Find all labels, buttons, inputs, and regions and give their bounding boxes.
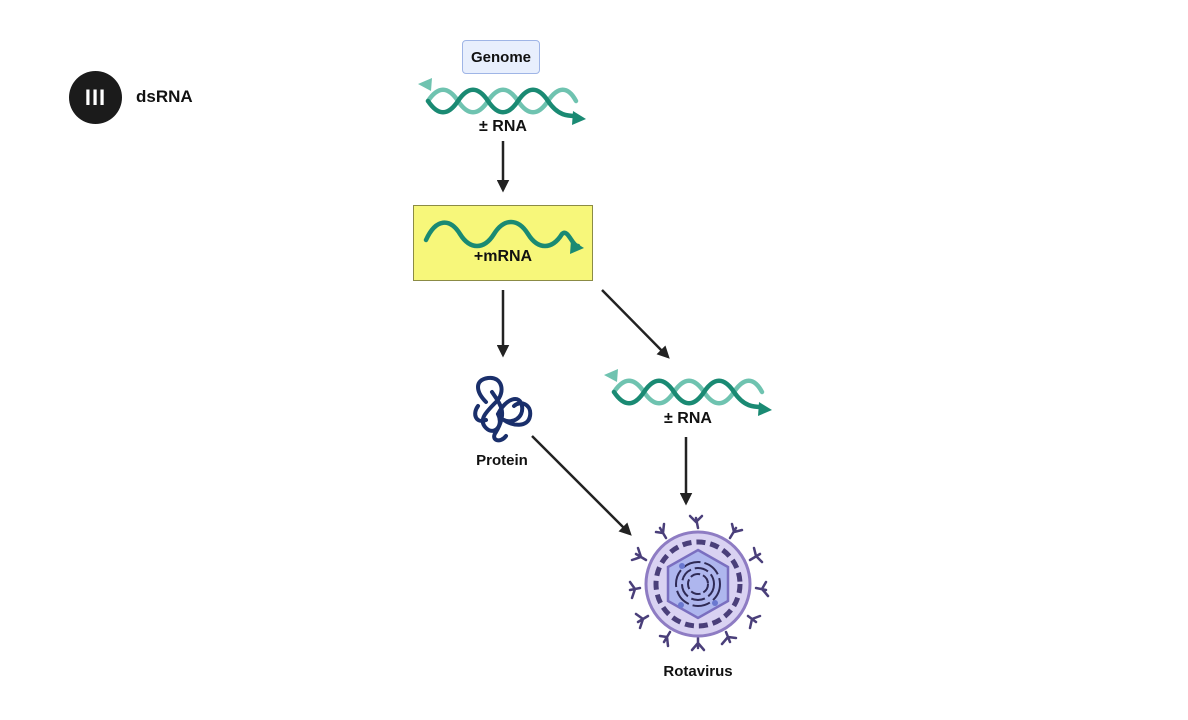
protein-label: Protein (476, 452, 528, 469)
genome-rna-label: ± RNA (479, 118, 527, 135)
replicate-rna-label: ± RNA (664, 410, 712, 427)
mrna-label: +mRNA (473, 248, 533, 265)
class-badge-text: III (84, 84, 107, 110)
genome-box: Genome (462, 40, 540, 74)
dsrna-helix-icon (418, 78, 586, 125)
genome-box-label: Genome (470, 48, 531, 66)
mrna-box (413, 205, 593, 281)
virus-label: Rotavirus (663, 663, 733, 680)
rotavirus-icon (628, 514, 770, 652)
class-badge: III (69, 71, 122, 124)
mrna-strand-icon (423, 219, 584, 254)
protein-icon (473, 375, 533, 443)
arrow-icon (531, 435, 632, 536)
arrow-icon (601, 289, 670, 359)
class-label: dsRNA (136, 87, 193, 106)
dsrna-helix-icon (604, 369, 772, 416)
